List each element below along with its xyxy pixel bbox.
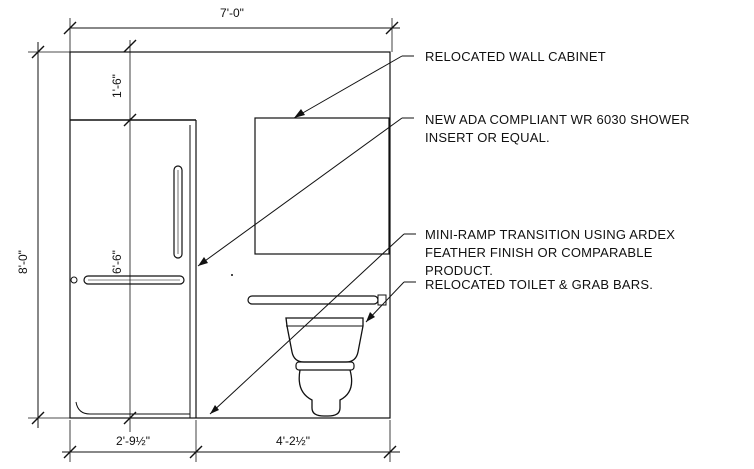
leader-mini-ramp [209,233,416,415]
shower-base [75,401,190,415]
note-ramp-line1: MINI-RAMP TRANSITION USING ARDEX [425,227,675,242]
dimension-top-to-shower [123,39,137,127]
dimension-shower-width-label: 2'-9½" [116,434,150,448]
dimension-overall-height [28,42,70,428]
note-shower-line1: NEW ADA COMPLIANT WR 6030 SHOWER [425,112,690,127]
leader-toilet [365,281,416,323]
shower-insert [70,118,197,432]
toilet-grab-bar [247,294,387,306]
drawing-mark [231,274,233,276]
note-ramp-line2: FEATHER FINISH OR COMPARABLE [425,245,653,260]
note-toilet: RELOCATED TOILET & GRAB BARS. [425,277,653,292]
dimension-top-to-shower-label: 1'-6" [110,74,124,98]
shower-horizontal-grab-bar [70,275,185,285]
note-ramp-line3: PRODUCT. [425,263,493,278]
dimension-shower-height-label: 6'-6" [110,250,124,274]
dimension-overall-height-label: 8'-0" [16,250,30,274]
dimension-toilet-area-width-label: 4'-2½" [276,434,310,448]
note-shower-line2: INSERT OR EQUAL. [425,130,550,145]
dimension-overall-width [63,18,400,52]
toilet [285,317,364,419]
leader-shower-insert [197,117,414,267]
dimension-shower-height [123,411,137,425]
shower-vertical-grab-bar [173,165,183,259]
wall-elevation-outline [69,51,391,419]
note-wall-cabinet: RELOCATED WALL CABINET [425,49,606,64]
leader-wall-cabinet [293,55,414,119]
dimension-bottom-chain [62,420,400,462]
dimension-overall-width-label: 7'-0" [220,6,244,20]
wall-cabinet [254,117,390,255]
